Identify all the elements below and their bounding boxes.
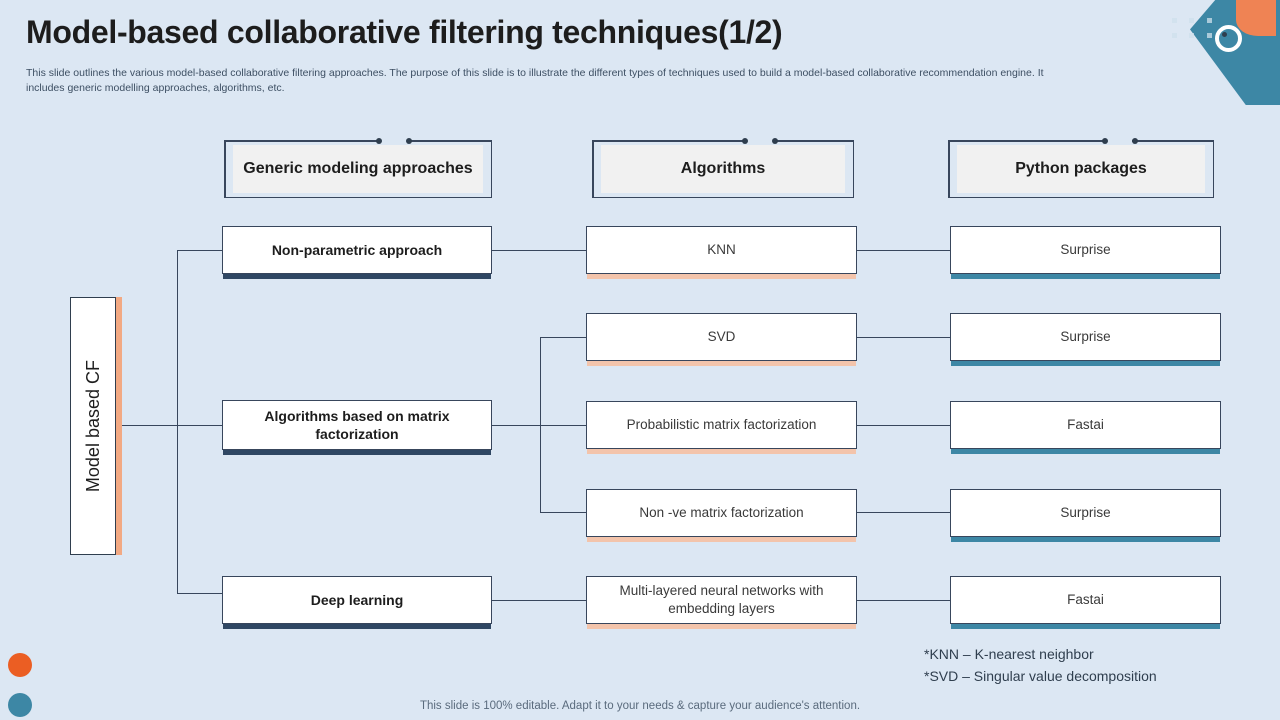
node-label: Probabilistic matrix factorization: [626, 417, 817, 432]
connector-trunk: [177, 250, 178, 593]
connector-pmf-to-package: [857, 425, 950, 426]
node-label: SVD: [707, 329, 736, 344]
connector-branch-to-svd: [540, 337, 586, 338]
node-deep-learning[interactable]: Deep learning: [222, 576, 492, 629]
node-probabilistic-matrix-factorization[interactable]: Probabilistic matrix factorization: [586, 401, 857, 454]
connector-trunk-to-approach-3: [177, 593, 223, 594]
footnote-svd: *SVD – Singular value decomposition: [924, 668, 1157, 684]
root-node-accent: [116, 297, 122, 555]
footnotes: *KNN – K-nearest neighbor *SVD – Singula…: [924, 643, 1264, 687]
connector-nn-to-package: [857, 600, 950, 601]
column-header-label: Python packages: [957, 145, 1205, 193]
connector-svd-to-package: [857, 337, 950, 338]
connector-trunk-to-approach-2: [177, 425, 223, 426]
connector-branch-to-nmf: [540, 512, 586, 513]
node-multi-layered-neural-networks[interactable]: Multi-layered neural networks with embed…: [586, 576, 857, 629]
root-node-model-based-cf[interactable]: Model based CF: [70, 297, 116, 555]
node-label: KNN: [707, 242, 736, 257]
orange-circle-decoration: [8, 653, 32, 677]
corner-orange-shape: [1236, 0, 1276, 36]
connector-approach3-to-nn: [492, 600, 586, 601]
node-package-surprise-3[interactable]: Surprise: [950, 489, 1221, 542]
ring-icon: [1215, 25, 1242, 52]
root-node-label: Model based CF: [82, 359, 103, 493]
node-label: Non -ve matrix factorization: [639, 505, 804, 520]
node-label: Surprise: [1060, 329, 1111, 344]
connector-knn-to-package: [857, 250, 950, 251]
connector-nmf-to-package: [857, 512, 950, 513]
node-label: Non-parametric approach: [271, 242, 443, 258]
node-svd[interactable]: SVD: [586, 313, 857, 366]
node-label: Deep learning: [310, 592, 404, 608]
node-label: Fastai: [1067, 417, 1104, 432]
connector-trunk-to-approach-1: [177, 250, 223, 251]
dot-grid-icon: [1172, 18, 1218, 42]
node-knn[interactable]: KNN: [586, 226, 857, 279]
page-title: Model-based collaborative filtering tech…: [26, 14, 783, 50]
column-header-python-packages: Python packages: [948, 138, 1214, 198]
node-non-ve-matrix-factorization[interactable]: Non -ve matrix factorization: [586, 489, 857, 542]
teal-circle-decoration: [8, 693, 32, 717]
connector-approach1-to-knn: [492, 250, 586, 251]
node-non-parametric-approach[interactable]: Non-parametric approach: [222, 226, 492, 279]
node-package-surprise-1[interactable]: Surprise: [950, 226, 1221, 279]
node-package-fastai-1[interactable]: Fastai: [950, 401, 1221, 454]
connector-root-stem: [122, 425, 178, 426]
node-matrix-factorization-approach[interactable]: Algorithms based on matrix factorization: [222, 400, 492, 455]
connector-approach2-stem: [492, 425, 540, 426]
node-label: Surprise: [1060, 242, 1111, 257]
column-header-generic-modeling: Generic modeling approaches: [224, 138, 492, 198]
node-package-surprise-2[interactable]: Surprise: [950, 313, 1221, 366]
connector-branch-to-pmf: [540, 425, 586, 426]
column-header-algorithms: Algorithms: [592, 138, 854, 198]
node-package-fastai-2[interactable]: Fastai: [950, 576, 1221, 629]
node-label: Algorithms based on matrix factorization: [264, 408, 450, 442]
connector-approach2-trunk: [540, 337, 541, 512]
node-label: Fastai: [1067, 592, 1104, 607]
node-label: Surprise: [1060, 505, 1111, 520]
page-subtitle: This slide outlines the various model-ba…: [26, 67, 1044, 94]
footnote-knn: *KNN – K-nearest neighbor: [924, 646, 1094, 662]
node-label: Multi-layered neural networks with embed…: [619, 583, 824, 616]
column-header-label: Generic modeling approaches: [233, 145, 483, 193]
column-header-label: Algorithms: [601, 145, 845, 193]
editable-note: This slide is 100% editable. Adapt it to…: [419, 700, 861, 712]
